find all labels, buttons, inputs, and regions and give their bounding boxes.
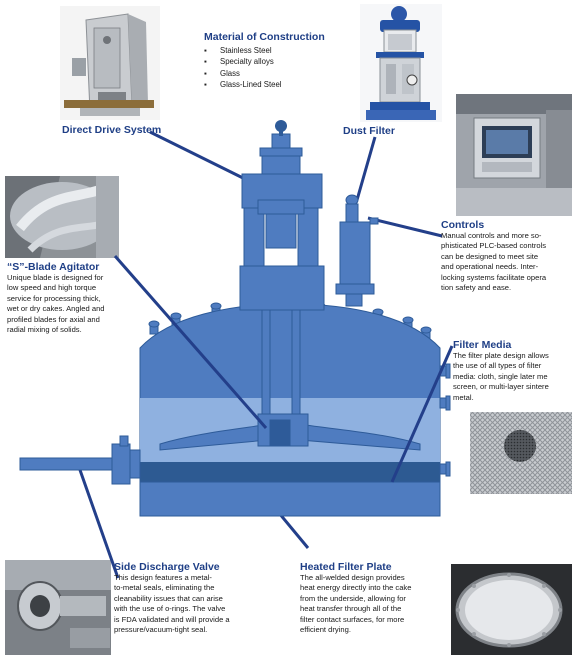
side-valve-section: Side Discharge Valve This design feature… — [114, 561, 274, 635]
controls-panel-photo — [456, 94, 572, 216]
material-item: Glass — [204, 68, 364, 79]
heated-plate-title: Heated Filter Plate — [300, 561, 392, 573]
agitator-title: “S”-Blade Agitator — [7, 261, 100, 273]
filter-media-photo — [470, 412, 572, 494]
agitator-section: “S”-Blade Agitator Unique blade is desig… — [7, 261, 147, 335]
side-valve-title: Side Discharge Valve — [114, 561, 220, 573]
filter-media-section: Filter Media The filter plate design all… — [453, 339, 572, 403]
material-item: Stainless Steel — [204, 45, 364, 56]
filter-dryer-vessel — [19, 120, 454, 579]
controls-text: Manual controls and more so-phisticated … — [441, 231, 547, 293]
side-valve-photo — [5, 560, 111, 655]
controls-title: Controls — [441, 219, 485, 231]
material-section: Material of Construction Stainless Steel… — [204, 31, 364, 91]
material-list: Stainless Steel Specialty alloys Glass G… — [204, 45, 364, 91]
heated-plate-photo — [451, 564, 572, 655]
direct-drive-photo — [60, 6, 160, 120]
material-title: Material of Construction — [204, 31, 325, 43]
heated-plate-section: Heated Filter Plate The all-welded desig… — [300, 561, 450, 635]
material-item: Specialty alloys — [204, 56, 364, 67]
material-item: Glass-Lined Steel — [204, 79, 364, 90]
controls-section: Controls Manual controls and more so-phi… — [441, 219, 572, 293]
agitator-photo — [5, 176, 119, 258]
side-valve-text: This design features a metal-to-metal se… — [114, 573, 230, 635]
direct-drive-label: Direct Drive System — [62, 124, 162, 136]
dust-filter-photo — [360, 4, 442, 122]
filter-media-title: Filter Media — [453, 339, 512, 351]
dust-filter-label: Dust Filter — [343, 125, 395, 137]
